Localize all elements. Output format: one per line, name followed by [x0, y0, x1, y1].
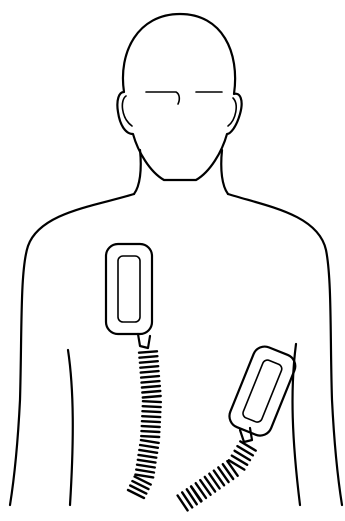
- face-line-left: [146, 92, 179, 104]
- cable-coil-turn: [142, 421, 160, 422]
- cable-coil-turn: [139, 450, 157, 453]
- cable-coil-turn: [142, 386, 160, 388]
- upper-paddle-coiled-cable: [128, 351, 161, 498]
- cable-coil-turn: [140, 361, 158, 363]
- cable-coil-turn: [141, 371, 159, 373]
- right-ear: [228, 98, 236, 126]
- cable-coil-turn: [139, 351, 157, 352]
- cable-coil-turn: [137, 465, 155, 468]
- left-ear: [122, 96, 132, 126]
- cable-coil-turn: [140, 445, 158, 448]
- cable-coil-turn: [143, 401, 161, 402]
- cable-coil-turn: [135, 475, 153, 478]
- upper-paddle-electrode: [118, 256, 140, 322]
- lower-paddle-body: [226, 343, 299, 439]
- torso-left-side: [68, 350, 73, 505]
- upper-paddle-body: [106, 244, 152, 334]
- cable-coil-turn: [142, 411, 160, 412]
- cable-coil-turn: [136, 470, 154, 473]
- cable-coil-turn: [142, 381, 160, 383]
- cable-coil-turn: [141, 376, 159, 378]
- cable-coil-turn: [141, 431, 159, 432]
- upper-right-chest-paddle: [106, 244, 161, 498]
- cable-coil-turn: [139, 455, 157, 458]
- neck-right: [221, 150, 228, 194]
- torso-right-side: [293, 344, 300, 505]
- cable-coil-turn: [143, 406, 161, 407]
- upper-paddle-connector: [138, 334, 150, 348]
- cable-coil-turn: [142, 416, 160, 417]
- cable-coil-turn: [139, 356, 157, 358]
- cable-coil-turn: [142, 391, 160, 393]
- cable-coil-turn: [143, 396, 161, 398]
- neck-left: [134, 150, 141, 194]
- cable-coil-turn: [140, 366, 158, 368]
- cable-coil-turn: [141, 440, 159, 443]
- lower-left-side-paddle: [178, 343, 299, 510]
- lower-paddle-coiled-cable: [178, 441, 256, 510]
- cable-coil-turn: [141, 436, 159, 437]
- cable-coil-turn: [142, 426, 160, 427]
- cable-coil-turn: [138, 460, 156, 463]
